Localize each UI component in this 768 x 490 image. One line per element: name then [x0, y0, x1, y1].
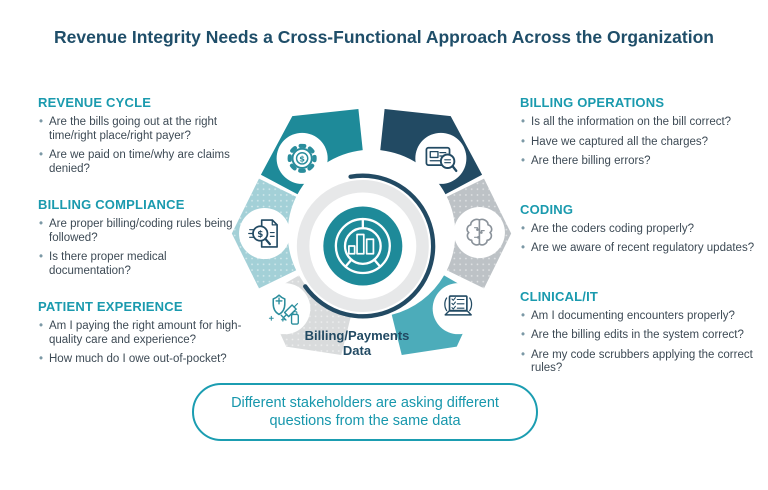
question-bullet: Are we paid on time/why are claims denie…	[38, 149, 243, 176]
question-bullet: Is all the information on the bill corre…	[520, 116, 762, 130]
question-bullet: Have we captured all the charges?	[520, 136, 762, 150]
center-label: Billing/Payments Data	[304, 328, 410, 358]
left-column: REVENUE CYCLE Are the bills going out at…	[38, 95, 243, 388]
section-clinical-it: CLINICAL/IT Am I documenting encounters …	[520, 289, 762, 376]
question-bullet: Are we aware of recent regulatory update…	[520, 242, 762, 256]
section-billing-compliance: BILLING COMPLIANCE Are proper billing/co…	[38, 197, 243, 278]
section-heading: PATIENT EXPERIENCE	[38, 299, 183, 314]
question-bullet: Are the coders coding properly?	[520, 223, 762, 237]
brain-icon	[453, 207, 505, 259]
section-heading: BILLING COMPLIANCE	[38, 197, 185, 212]
question-bullet: Are my code scrubbers applying the corre…	[520, 349, 762, 376]
center-navy-arc	[303, 173, 436, 319]
question-list: Am I documenting encounters properly? Ar…	[520, 310, 762, 376]
question-bullet: Are there billing errors?	[520, 155, 762, 169]
stakeholder-wheel: $	[231, 108, 512, 355]
form-magnifier-icon	[415, 132, 467, 184]
shield-syringe-icon	[259, 283, 311, 335]
section-coding: CODING Are the coders coding properly? A…	[520, 202, 762, 256]
question-bullet: Are the bills going out at the right tim…	[38, 116, 243, 143]
section-heading: BILLING OPERATIONS	[520, 95, 665, 110]
question-bullet: How much do I owe out-of-pocket?	[38, 353, 243, 367]
section-billing-operations: BILLING OPERATIONS Is all the informatio…	[520, 95, 762, 169]
question-list: Are proper billing/coding rules being fo…	[38, 218, 243, 278]
question-list: Am I paying the right amount for high-qu…	[38, 320, 243, 367]
section-heading: CLINICAL/IT	[520, 288, 599, 304]
question-bullet: Am I documenting encounters properly?	[520, 310, 762, 324]
page-title: Revenue Integrity Needs a Cross-Function…	[54, 27, 714, 47]
section-revenue-cycle: REVENUE CYCLE Are the bills going out at…	[38, 95, 243, 176]
question-bullet: Is there proper medical documentation?	[38, 251, 243, 278]
question-list: Is all the information on the bill corre…	[520, 116, 762, 169]
question-list: Are the coders coding properly? Are we a…	[520, 223, 762, 256]
donut-bar-chart-icon	[334, 217, 391, 275]
section-patient-experience: PATIENT EXPERIENCE Am I paying the right…	[38, 299, 243, 367]
svg-text:$: $	[257, 230, 263, 240]
right-column: BILLING OPERATIONS Is all the informatio…	[520, 95, 762, 409]
question-bullet: Are proper billing/coding rules being fo…	[38, 218, 243, 245]
question-bullet: Am I paying the right amount for high-qu…	[38, 320, 243, 347]
question-bullet: Are the billing edits in the system corr…	[520, 329, 762, 343]
question-list: Are the bills going out at the right tim…	[38, 116, 243, 176]
callout-pill: Different stakeholders are asking differ…	[192, 383, 538, 441]
laptop-checklist-icon	[432, 283, 484, 335]
callout-text: Different stakeholders are asking differ…	[231, 395, 499, 429]
document-dollar-magnifier-icon: $	[239, 207, 291, 260]
section-heading: REVENUE CYCLE	[38, 95, 152, 110]
section-heading: CODING	[520, 201, 574, 217]
svg-text:$: $	[299, 153, 305, 163]
gear-dollar-icon: $	[276, 132, 328, 184]
